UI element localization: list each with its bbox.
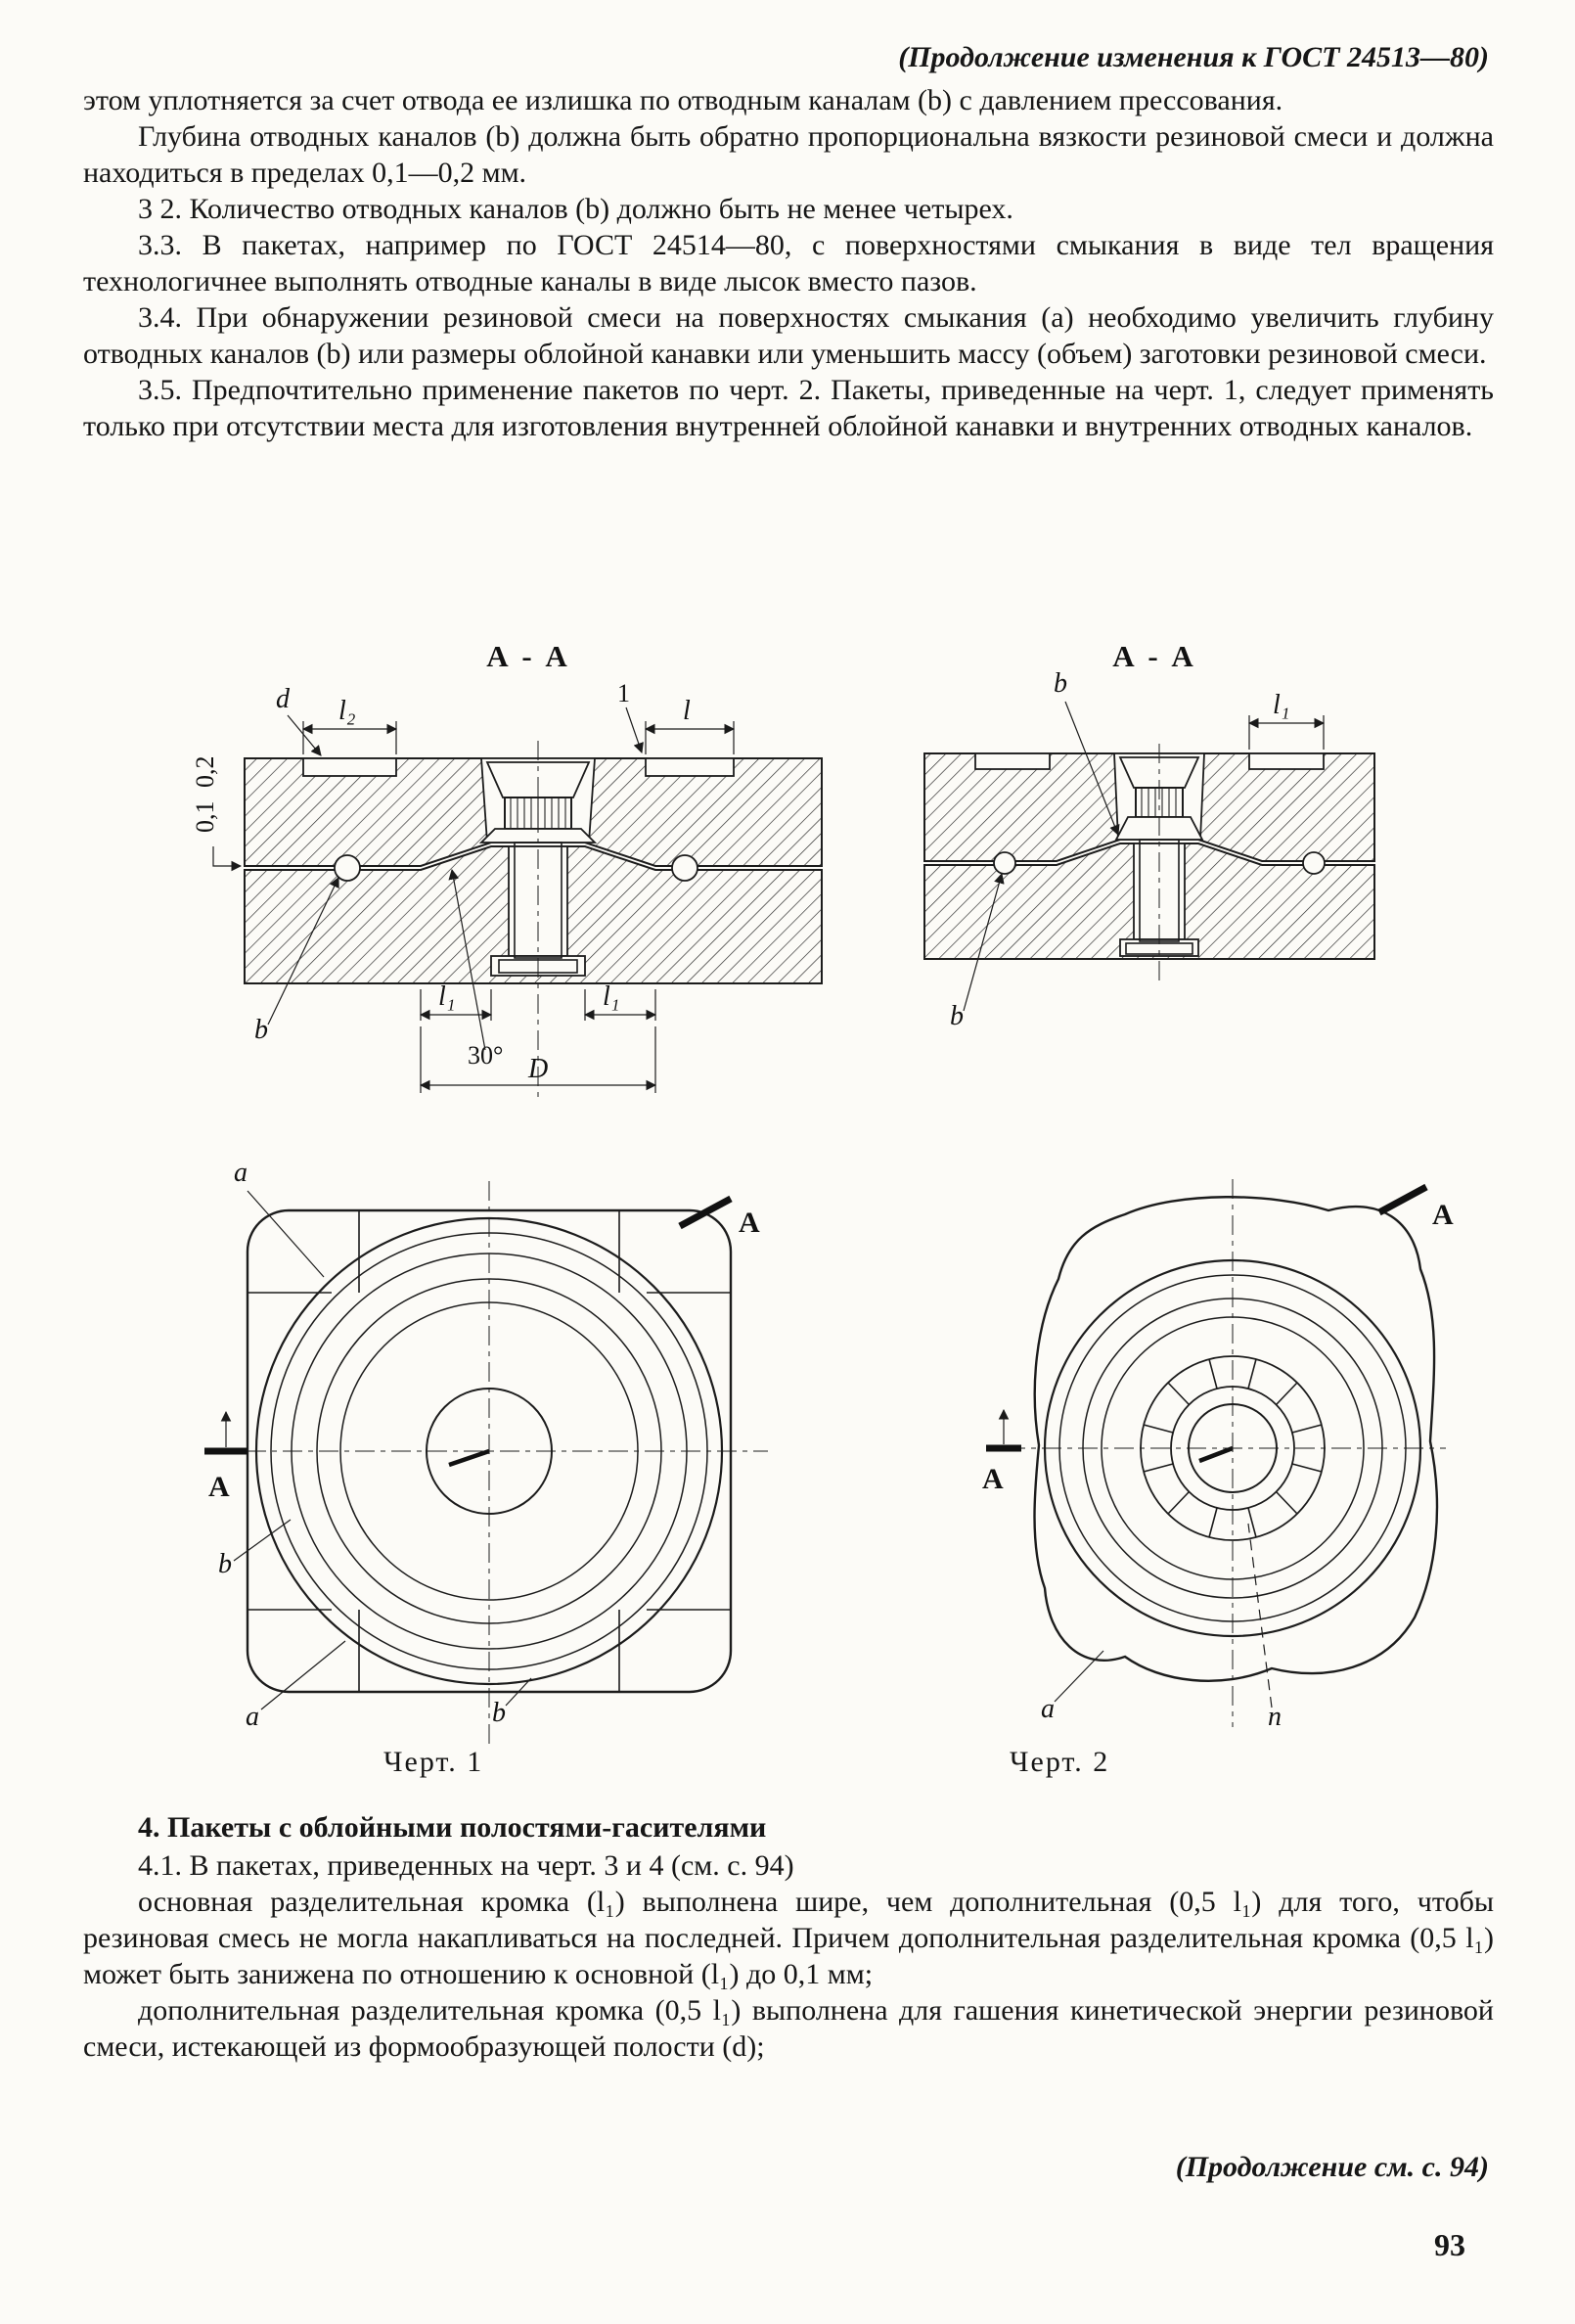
section-letter-top: А: [1432, 1199, 1454, 1231]
section-marks: А А: [204, 1195, 760, 1503]
dim-label-b-bottom: b: [950, 1001, 964, 1031]
section-letter-left: А: [208, 1471, 230, 1503]
section-4: 4. Пакеты с облойными полостями-гасителя…: [83, 1808, 1494, 2065]
paragraph: 4.1. В пакетах, приведенных на черт. 3 и…: [138, 1849, 794, 1882]
body-text: этом уплотняется за счет отвода ее излиш…: [83, 82, 1494, 444]
callout-a-bottom: a: [246, 1702, 259, 1732]
paragraph: этом уплотняется за счет отвода ее излиш…: [83, 84, 1283, 116]
header-continuation-note: (Продолжение изменения к ГОСТ 24513—80): [898, 41, 1489, 73]
dim-label-D: D: [527, 1054, 548, 1084]
paragraph: дополнительная разделительная кромка (0,…: [83, 1994, 1494, 2063]
plan-view-2-drawing: А А a п: [982, 1179, 1454, 1732]
paragraph: 3.3. В пакетах, например по ГОСТ 24514—8…: [83, 229, 1494, 297]
callout-a-bottom: a: [1041, 1694, 1055, 1724]
dim-label-l1: l₁: [1273, 690, 1290, 720]
page-number: 93: [1434, 2227, 1465, 2262]
section-4-heading: 4. Пакеты с облойными полостями-гасителя…: [138, 1811, 767, 1844]
dim-label-b: b: [254, 1015, 268, 1045]
dim-label-30deg: 30°: [468, 1041, 503, 1070]
plan-view-1-drawing: А А a b a b: [204, 1158, 768, 1747]
callout-b-bottom: b: [492, 1698, 506, 1728]
dim-label-d: d: [276, 684, 291, 714]
center-tick: [448, 1448, 490, 1468]
paragraph: 3.5. Предпочтительно применение пакетов …: [83, 374, 1494, 442]
dimensions: b l₁ b: [950, 668, 1326, 1031]
caption-fig-1: Черт. 1: [383, 1746, 484, 1778]
dim-label-1: 1: [617, 679, 630, 707]
figure-plan-view-1: А А a b a b: [191, 1130, 778, 1771]
callout-n-bottom: п: [1268, 1702, 1282, 1732]
callouts: a b a b: [218, 1158, 532, 1732]
dim-label-b-top: b: [1054, 668, 1067, 699]
section-view-title: А - А: [1112, 639, 1196, 673]
figure-cross-section-right: А - А b: [885, 631, 1414, 1047]
caption-fig-2: Черт. 2: [1010, 1746, 1110, 1778]
paragraph: основная разделительная кромка (l₁) выпо…: [83, 1886, 1494, 1990]
paragraph: 3.4. При обнаружении резиновой смеси на …: [83, 301, 1494, 370]
section-letter-left: А: [982, 1463, 1004, 1495]
figure-plan-view-2: А А a п: [978, 1130, 1467, 1781]
dim-label-l1-right: l₁: [603, 981, 620, 1012]
cross-section-left-drawing: А - А: [191, 639, 823, 1097]
dim-label-l2: l₂: [338, 696, 356, 726]
dim-label-l: l: [683, 696, 691, 726]
section-marks: А А: [982, 1183, 1454, 1495]
bottom-plate: [923, 839, 1375, 960]
callout-a-top: a: [234, 1158, 248, 1188]
flash-groove: [1302, 851, 1326, 875]
dim-label-l1-left: l₁: [438, 981, 456, 1012]
flash-groove: [334, 854, 361, 882]
callouts: a п: [1041, 1523, 1282, 1732]
cross-section-right-drawing: А - А b: [923, 639, 1375, 1031]
section-view-title: А - А: [486, 639, 570, 673]
dim-label-0-2: 0,2: [191, 756, 219, 789]
figure-cross-section-left: А - А: [186, 631, 851, 1125]
mold-outline: [1033, 1196, 1439, 1682]
flash-groove: [993, 851, 1016, 875]
footer-continuation-note: (Продолжение см. с. 94): [1175, 2151, 1489, 2183]
paragraph: Глубина отводных каналов (b) должна быть…: [83, 120, 1494, 189]
dim-label-0-1: 0,1: [191, 801, 219, 834]
dimensions: d l₂ l 1 0,2 0,1 b l₁: [191, 679, 736, 1093]
callout-b-left: b: [218, 1549, 232, 1579]
section-letter-top: А: [739, 1207, 760, 1239]
center-tick: [1198, 1445, 1234, 1464]
flash-groove: [671, 854, 698, 882]
paragraph: 3 2. Количество отводных каналов (b) дол…: [138, 193, 1013, 225]
bottom-plate: [244, 842, 823, 984]
